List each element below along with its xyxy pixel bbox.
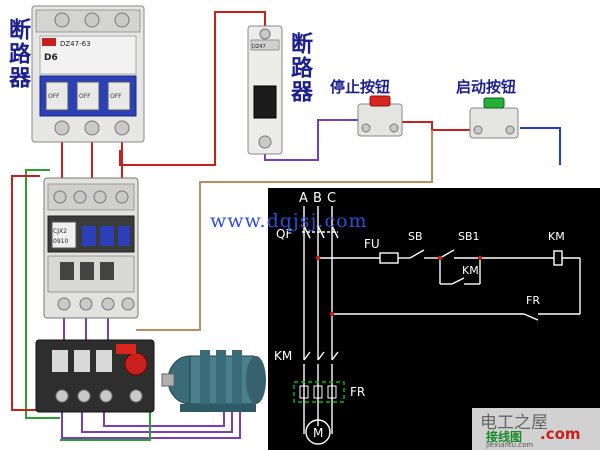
terminal-screw xyxy=(84,12,100,28)
label-breaker-right: 断路器 xyxy=(287,32,312,104)
breaker3p-rating-text: D6 xyxy=(44,53,58,63)
brand-logo xyxy=(42,38,56,46)
off-label: OFF xyxy=(48,93,60,100)
node-dot xyxy=(477,255,483,261)
terminal-screw xyxy=(114,12,130,28)
wire-tan xyxy=(136,130,433,331)
sb-label: SB xyxy=(408,230,423,243)
fr-thermal-label: FR xyxy=(350,385,365,399)
breaker-toggle[interactable] xyxy=(107,81,131,111)
wire-feed-red xyxy=(119,11,266,166)
wire-green-left xyxy=(25,169,50,320)
off-label: OFF xyxy=(79,93,91,100)
phase-c-label: C xyxy=(327,191,336,206)
breaker-3pole: DZ47-63 D6 OFF OFF OFF xyxy=(31,5,145,143)
terminal-screw xyxy=(258,135,272,149)
node-dot xyxy=(329,311,335,317)
wire-blue-start xyxy=(520,127,561,165)
breaker-toggle[interactable] xyxy=(45,81,69,111)
breaker-1pole: DZ47 xyxy=(247,25,283,155)
logo-sub-text: 接线图 xyxy=(486,430,523,444)
breaker3p-model-text: DZ47-63 xyxy=(60,40,91,48)
node-dot xyxy=(437,255,443,261)
schematic-panel: A B C QF FU SB SB1 KM KM FR KM FR M xyxy=(268,188,600,450)
start-button-device xyxy=(469,97,519,139)
km-aux-label: KM xyxy=(462,264,479,277)
fr-thermal-box xyxy=(293,381,345,403)
motor-label: M xyxy=(313,426,323,440)
corner-logo: 电工之屋 接线图 .com jiexiantu.com xyxy=(472,408,600,450)
breaker1p-model-text: DZ47 xyxy=(252,44,266,50)
terminal-screw xyxy=(84,120,100,136)
watermark-url: www.dqjsj.com xyxy=(210,210,368,232)
node-dot xyxy=(315,255,321,261)
off-label: OFF xyxy=(110,93,122,100)
wire-purple-m3 xyxy=(103,408,225,427)
terminal-screw xyxy=(54,120,70,136)
logo-url-text: jiexiantu.com xyxy=(486,441,534,449)
label-breaker-left: 断路器 xyxy=(5,18,30,90)
km-coil-label: KM xyxy=(548,230,565,243)
schematic-lines xyxy=(302,206,581,445)
terminal-screw xyxy=(54,12,70,28)
sb1-label: SB1 xyxy=(458,230,480,243)
wire-green-bottom xyxy=(25,320,60,419)
breaker-toggle[interactable] xyxy=(253,85,277,119)
contactor: CJX2 0910 xyxy=(43,177,139,319)
contactor-rating-text: 0910 xyxy=(53,238,68,245)
start-pushbutton[interactable] xyxy=(483,97,505,109)
phase-a-label: A xyxy=(299,191,308,206)
fr-contact-label: FR xyxy=(526,294,540,307)
km-main-label: KM xyxy=(274,349,292,363)
terminal-screw xyxy=(114,120,130,136)
label-start-button: 启动按钮 xyxy=(456,78,517,96)
logo-main-text: 电工之屋 xyxy=(480,413,548,433)
phase-b-label: B xyxy=(313,191,322,206)
qf-label: QF xyxy=(276,227,292,241)
wire-purple-stop xyxy=(264,119,360,161)
wire-stop-start xyxy=(400,121,470,131)
stop-pushbutton[interactable] xyxy=(369,95,391,107)
contactor-model-text: CJX2 xyxy=(53,228,67,235)
fu-label: FU xyxy=(364,237,380,251)
breaker-toggle[interactable] xyxy=(76,81,100,111)
stop-button-device xyxy=(357,95,403,137)
logo-domain-text: .com xyxy=(540,425,581,443)
thermal-relay xyxy=(35,339,155,413)
wire-purple-m2 xyxy=(81,408,233,433)
motor-photo xyxy=(161,350,266,412)
label-stop-button: 停止按钮 xyxy=(330,78,391,96)
terminal-screw xyxy=(259,28,271,40)
wire-red-left xyxy=(11,175,40,330)
